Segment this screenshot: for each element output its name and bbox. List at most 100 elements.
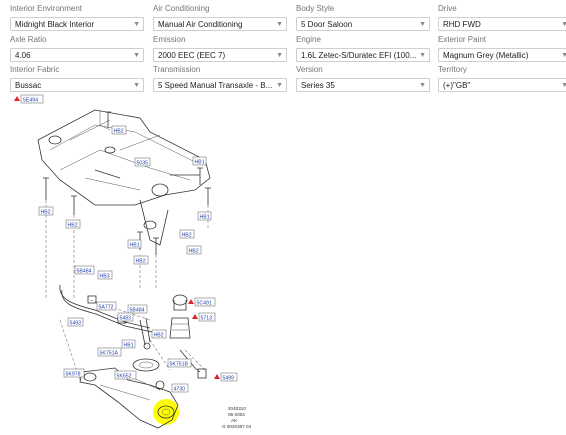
callout-text: HB1 bbox=[195, 160, 205, 166]
dropdown-caret-icon: ▼ bbox=[133, 21, 140, 28]
filter-interior-environment: Interior Environment Midnight Black Inte… bbox=[10, 4, 144, 31]
callout-text: HB2 bbox=[154, 333, 164, 339]
drawing-ref-line4: G 0020367 04 bbox=[222, 424, 252, 429]
dropdown-caret-icon: ▼ bbox=[276, 21, 283, 28]
callout-text: HB1 bbox=[200, 215, 210, 221]
filter-label: Body Style bbox=[296, 4, 335, 13]
select-value: 1.6L Zetec-S/Duratec EFI (100... bbox=[301, 51, 417, 60]
filter-label: Axle Ratio bbox=[10, 35, 47, 44]
callout-5c491[interactable]: 5C491 bbox=[188, 297, 216, 307]
callout-hb2a[interactable]: HB2 bbox=[111, 125, 127, 135]
callout-text: 5K751A bbox=[100, 351, 119, 357]
callout-text: 5K751B bbox=[170, 362, 189, 368]
select-value: (+)"GB" bbox=[443, 81, 471, 90]
drawing-ref-line3: AK bbox=[231, 418, 238, 423]
drawing-ref-line1: 2040310 bbox=[228, 406, 246, 411]
filter-label: Exterior Paint bbox=[438, 35, 487, 44]
body-style-select[interactable]: 5 Door Saloon▼ bbox=[296, 17, 430, 31]
drive-select[interactable]: RHD FWD▼ bbox=[438, 17, 566, 31]
callout-4730[interactable]: 4730 bbox=[171, 383, 189, 393]
dropdown-caret-icon: ▼ bbox=[561, 49, 566, 61]
filter-transmission: Transmission 5 Speed Manual Transaxle - … bbox=[153, 65, 287, 92]
callout-text: 5483 bbox=[120, 316, 132, 322]
warning-triangle-icon bbox=[214, 374, 220, 379]
dropdown-caret-icon: ▼ bbox=[419, 21, 426, 28]
callout-hb2e[interactable]: HB2 bbox=[186, 245, 202, 255]
callout-text: 5K652 bbox=[117, 374, 132, 380]
callout-5035[interactable]: 5035 bbox=[134, 157, 151, 167]
callout-text: HB2 bbox=[114, 129, 124, 135]
callout-text: 5499 bbox=[223, 376, 235, 382]
callout-hb3[interactable]: HB3 bbox=[97, 270, 113, 280]
callout-5k751a[interactable]: 5K751A bbox=[97, 347, 122, 357]
version-select[interactable]: Series 35 ▼ bbox=[296, 78, 430, 92]
callout-hb2g[interactable]: HB2 bbox=[151, 329, 167, 339]
callout-text: HB1 bbox=[130, 243, 140, 249]
engine-select[interactable]: 1.6L Zetec-S/Duratec EFI (100...▼ bbox=[296, 48, 430, 62]
callout-5713[interactable]: 5713 bbox=[192, 312, 216, 322]
callout-hb1b[interactable]: HB1 bbox=[197, 211, 212, 221]
select-value: Series 35 bbox=[301, 81, 335, 90]
callout-5483[interactable]: 5483 bbox=[117, 312, 134, 322]
select-value: 2000 EEC (EEC 7) bbox=[158, 51, 226, 60]
dropdown-caret-icon: ▼ bbox=[561, 79, 566, 91]
callout-hb1a[interactable]: HB1 bbox=[192, 156, 207, 166]
territory-select[interactable]: (+)"GB" ▼ bbox=[438, 78, 566, 92]
interior-fabric-select[interactable]: Bussac▼ bbox=[10, 78, 144, 92]
filter-emission: Emission 2000 EEC (EEC 7) ▼ bbox=[153, 35, 287, 62]
air-conditioning-select[interactable]: Manual Air Conditioning ▼ bbox=[153, 17, 287, 31]
callout-hb2c[interactable]: HB2 bbox=[65, 219, 81, 229]
drawing-reference: 2040310 06-2004 AK G 0020367 04 bbox=[222, 406, 252, 429]
filter-label: Engine bbox=[296, 35, 321, 44]
callout-5b484b[interactable]: 5B484 bbox=[127, 304, 148, 314]
callout-labels: 5E494 HB2 5035 HB1 HB2 HB2 HB1 HB1 bbox=[14, 94, 238, 393]
interior-environment-select[interactable]: Midnight Black Interior ▼ bbox=[10, 17, 144, 31]
callout-hb2d[interactable]: HB2 bbox=[179, 229, 195, 239]
select-value: Manual Air Conditioning bbox=[158, 20, 243, 29]
exterior-paint-select[interactable]: Magnum Grey (Metallic)▼ bbox=[438, 48, 566, 62]
transmission-select[interactable]: 5 Speed Manual Transaxle - B...▼ bbox=[153, 78, 287, 92]
callout-hb2b[interactable]: HB2 bbox=[38, 206, 54, 216]
callout-5499[interactable]: 5499 bbox=[214, 372, 238, 382]
subframe-drawing bbox=[37, 109, 211, 246]
filter-version: Version Series 35▼ bbox=[296, 65, 430, 92]
emission-select[interactable]: 2000 EEC (EEC 7) ▼ bbox=[153, 48, 287, 62]
callout-5a772[interactable]: 5A772 bbox=[96, 301, 117, 311]
dropdown-caret-icon: ▼ bbox=[276, 82, 283, 89]
callout-hb2f[interactable]: HB2 bbox=[133, 255, 149, 265]
filter-label: Interior Environment bbox=[10, 4, 83, 13]
callout-hb1d[interactable]: HB1 bbox=[121, 339, 136, 349]
callout-text: 5C491 bbox=[197, 301, 212, 307]
vehicle-filter-panel: Interior Environment Midnight Black Inte… bbox=[0, 0, 566, 92]
callout-text: HB2 bbox=[136, 259, 146, 265]
callout-hb1c[interactable]: HB1 bbox=[127, 239, 142, 249]
select-value: Midnight Black Interior bbox=[15, 20, 95, 29]
filter-label: Air Conditioning bbox=[153, 4, 210, 13]
exploded-parts-diagram: 5E494 HB2 5035 HB1 HB2 HB2 HB1 HB1 bbox=[14, 94, 252, 429]
callout-text: 5A772 bbox=[99, 305, 114, 311]
bolts bbox=[43, 111, 211, 255]
warning-triangle-icon bbox=[192, 314, 198, 319]
callout-text: 5B484 bbox=[130, 308, 145, 314]
filter-axle-ratio: Axle Ratio 4.06▼ bbox=[10, 35, 144, 62]
callout-5k978[interactable]: 5K978 bbox=[63, 368, 85, 378]
callout-text: HB1 bbox=[124, 343, 134, 349]
callout-text: HB2 bbox=[182, 233, 192, 239]
filter-territory: Territory (+)"GB"▼ bbox=[438, 65, 566, 92]
callout-text: 4730 bbox=[174, 387, 186, 393]
stabilizer-bar-drawing bbox=[59, 284, 153, 350]
dropdown-caret-icon: ▼ bbox=[276, 52, 283, 59]
filter-air-conditioning: Air Conditioning Manual Air Conditioning… bbox=[153, 4, 287, 31]
callout-5k652[interactable]: 5K652 bbox=[114, 370, 137, 380]
dropdown-caret-icon: ▼ bbox=[419, 82, 426, 89]
axle-ratio-select[interactable]: 4.06▼ bbox=[10, 48, 144, 62]
strut-parts-drawing bbox=[132, 294, 207, 379]
callout-5493[interactable]: 5493 bbox=[67, 317, 84, 327]
select-value: Bussac bbox=[15, 81, 42, 90]
dropdown-caret-icon: ▼ bbox=[419, 52, 426, 59]
callout-5k751b[interactable]: 5K751B bbox=[167, 358, 192, 368]
callout-5e494[interactable]: 5E494 bbox=[14, 94, 44, 104]
callout-5b484[interactable]: 5B484 bbox=[74, 265, 95, 275]
filter-label: Drive bbox=[438, 4, 457, 13]
filter-label: Emission bbox=[153, 35, 186, 44]
